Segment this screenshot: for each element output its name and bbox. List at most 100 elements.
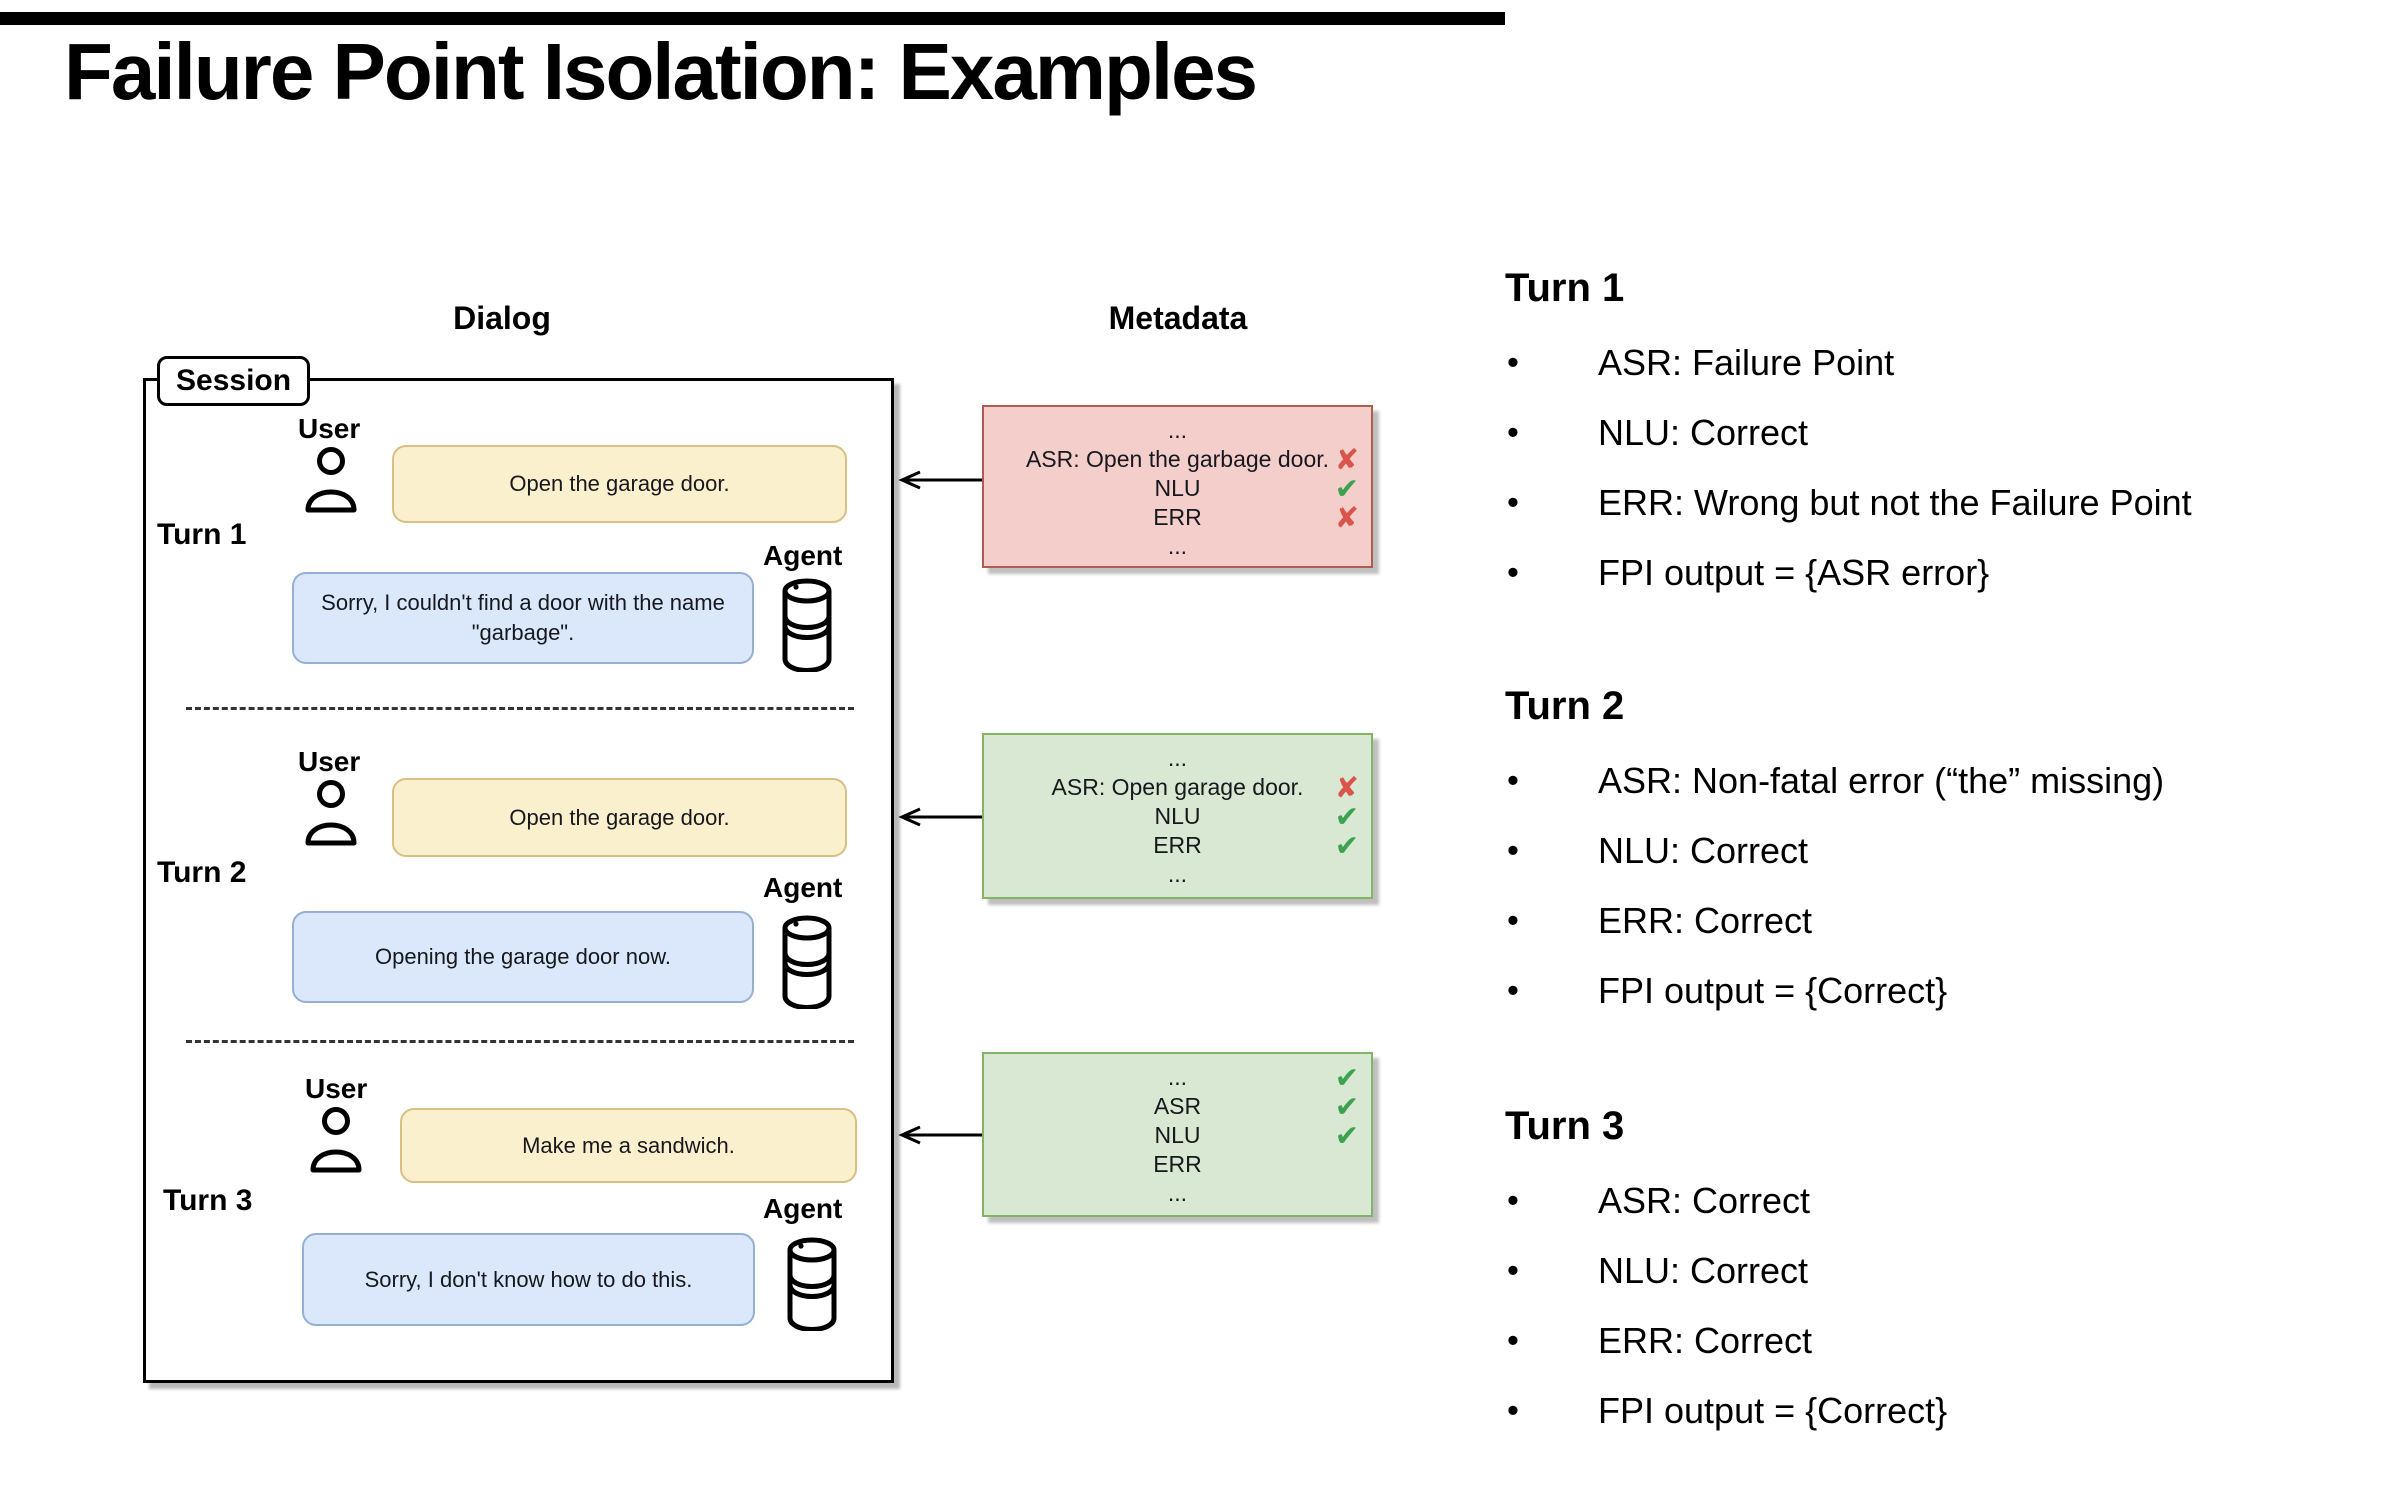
bullet-icon: •: [1507, 413, 1519, 452]
session-label: Session: [157, 356, 311, 406]
arrow-left-icon: [898, 468, 986, 497]
metadata-row-text: ERR: [1153, 832, 1202, 858]
page-title: Failure Point Isolation: Examples: [64, 27, 1258, 116]
metadata-row-text: ERR: [1153, 504, 1202, 530]
bullet-text: NLU: Correct: [1598, 1250, 1809, 1291]
bullet-line: • FPI output = {Correct}: [1505, 956, 2385, 1026]
bullet-icon: •: [1507, 831, 1519, 870]
user-label: User: [305, 1073, 368, 1104]
user-icon: [300, 780, 362, 846]
agent-message-bubble: Opening the garage door now.: [292, 911, 754, 1003]
metadata-box-turn1: ... ASR: Open the garbage door.✘ NLU✔ ER…: [982, 405, 1373, 568]
metadata-row-text: ASR: Open the garbage door.: [1025, 446, 1330, 472]
bullet-text: FPI output = {ASR error}: [1598, 552, 1990, 593]
metadata-row: ASR: Open garage door.✘: [984, 773, 1371, 802]
bullet-icon: •: [1507, 553, 1519, 592]
turn1-summary-heading: Turn 1: [1505, 266, 1625, 310]
metadata-row-text: NLU: [1154, 803, 1201, 829]
bullet-text: ASR: Failure Point: [1598, 342, 1895, 383]
bullet-line: • ERR: Correct: [1505, 1306, 2385, 1376]
bullet-text: ERR: Correct: [1598, 1320, 1813, 1361]
user-icon: [305, 1107, 367, 1173]
bullet-icon: •: [1507, 1251, 1519, 1290]
metadata-row-text: ERR: [1153, 1151, 1202, 1177]
metadata-row: ASR✔: [984, 1092, 1371, 1121]
arrow-left-icon: [898, 805, 986, 834]
metadata-row-text: ASR: [1153, 1093, 1202, 1119]
bullet-icon: •: [1507, 483, 1519, 522]
bullet-text: FPI output = {Correct}: [1598, 970, 1948, 1011]
bullet-line: • NLU: Correct: [1505, 1236, 2385, 1306]
turn-label: Turn 2: [157, 856, 247, 889]
dialog-column-heading: Dialog: [453, 300, 551, 336]
agent-message-bubble: Sorry, I don't know how to do this.: [302, 1233, 755, 1326]
metadata-row: ERR ✘: [984, 503, 1371, 532]
bullet-icon: •: [1507, 971, 1519, 1010]
bullet-icon: •: [1507, 343, 1519, 382]
metadata-row-text: ...: [1167, 533, 1188, 559]
check-icon: ✔: [1334, 1060, 1359, 1094]
check-icon: ✔: [1334, 471, 1359, 505]
metadata-row: ...: [984, 744, 1371, 773]
user-icon: [300, 447, 362, 513]
bullet-text: ERR: Wrong but not the Failure Point: [1598, 482, 2192, 523]
agent-message-bubble: Sorry, I couldn't find a door with the n…: [292, 572, 754, 664]
user-label: User: [298, 746, 361, 777]
bullet-text: FPI output = {Correct}: [1598, 1390, 1948, 1431]
turn3-summary-heading: Turn 3: [1505, 1104, 1625, 1148]
metadata-row: ... ✔: [984, 1063, 1371, 1092]
metadata-row-text: ...: [1167, 417, 1188, 443]
bullet-text: ASR: Correct: [1598, 1180, 1811, 1221]
metadata-row: ...: [984, 1179, 1371, 1208]
user-message-bubble: Open the garage door.: [392, 778, 847, 857]
cross-icon: ✘: [1334, 770, 1359, 804]
database-icon: [785, 1237, 839, 1333]
turn-divider: [186, 1040, 854, 1043]
user-message-bubble: Make me a sandwich.: [400, 1108, 857, 1183]
metadata-row-text: NLU: [1154, 1122, 1201, 1148]
metadata-row-text: ...: [1167, 861, 1188, 887]
agent-label: Agent: [763, 540, 843, 571]
metadata-row-text: NLU: [1154, 475, 1201, 501]
bullet-text: NLU: Correct: [1598, 412, 1809, 453]
turn-label: Turn 1: [157, 518, 247, 551]
bullet-icon: •: [1507, 1391, 1519, 1430]
cross-icon: ✘: [1334, 500, 1359, 534]
metadata-column-heading: Metadata: [1108, 300, 1248, 336]
metadata-row: ...: [984, 860, 1371, 889]
bullet-line: • NLU: Correct: [1505, 398, 2385, 468]
bullet-line: • NLU: Correct: [1505, 816, 2385, 886]
metadata-row-text: ...: [1167, 1064, 1188, 1090]
bullet-line: • FPI output = {Correct}: [1505, 1376, 2385, 1446]
turn-divider: [186, 707, 854, 710]
check-icon: ✔: [1334, 799, 1359, 833]
metadata-row: ASR: Open the garbage door.✘: [984, 445, 1371, 474]
metadata-box-turn3: ... ✔ ASR✔ NLU ✔ ERR ...: [982, 1052, 1373, 1217]
user-message-bubble: Open the garage door.: [392, 445, 847, 523]
bullet-text: ERR: Correct: [1598, 900, 1813, 941]
turn2-summary-heading: Turn 2: [1505, 684, 1625, 728]
bullet-icon: •: [1507, 761, 1519, 800]
turn-label: Turn 3: [163, 1184, 253, 1217]
agent-label: Agent: [763, 1193, 843, 1224]
agent-label: Agent: [763, 872, 843, 903]
turn3-summary: Turn 3 • ASR: Correct • NLU: Correct • ERR:…: [1505, 1100, 2385, 1446]
check-icon: ✔: [1334, 828, 1359, 862]
bullet-icon: •: [1507, 1181, 1519, 1220]
metadata-row: ...: [984, 532, 1371, 561]
metadata-row-text: ...: [1167, 1180, 1188, 1206]
metadata-row: NLU ✔: [984, 802, 1371, 831]
cross-icon: ✘: [1334, 442, 1359, 476]
metadata-row: ...: [984, 416, 1371, 445]
bullet-line: • FPI output = {ASR error}: [1505, 538, 2385, 608]
turn1-summary: Turn 1 • ASR: Failure Point • NLU: Correct…: [1505, 262, 2385, 608]
database-icon: [780, 578, 834, 674]
bullet-icon: •: [1507, 901, 1519, 940]
bullet-text: NLU: Correct: [1598, 830, 1809, 871]
bullet-icon: •: [1507, 1321, 1519, 1360]
metadata-row: ERR: [984, 1150, 1371, 1179]
bullet-line: • ERR: Correct: [1505, 886, 2385, 956]
top-border-bar: [0, 12, 1505, 25]
check-icon: ✔: [1334, 1118, 1359, 1152]
